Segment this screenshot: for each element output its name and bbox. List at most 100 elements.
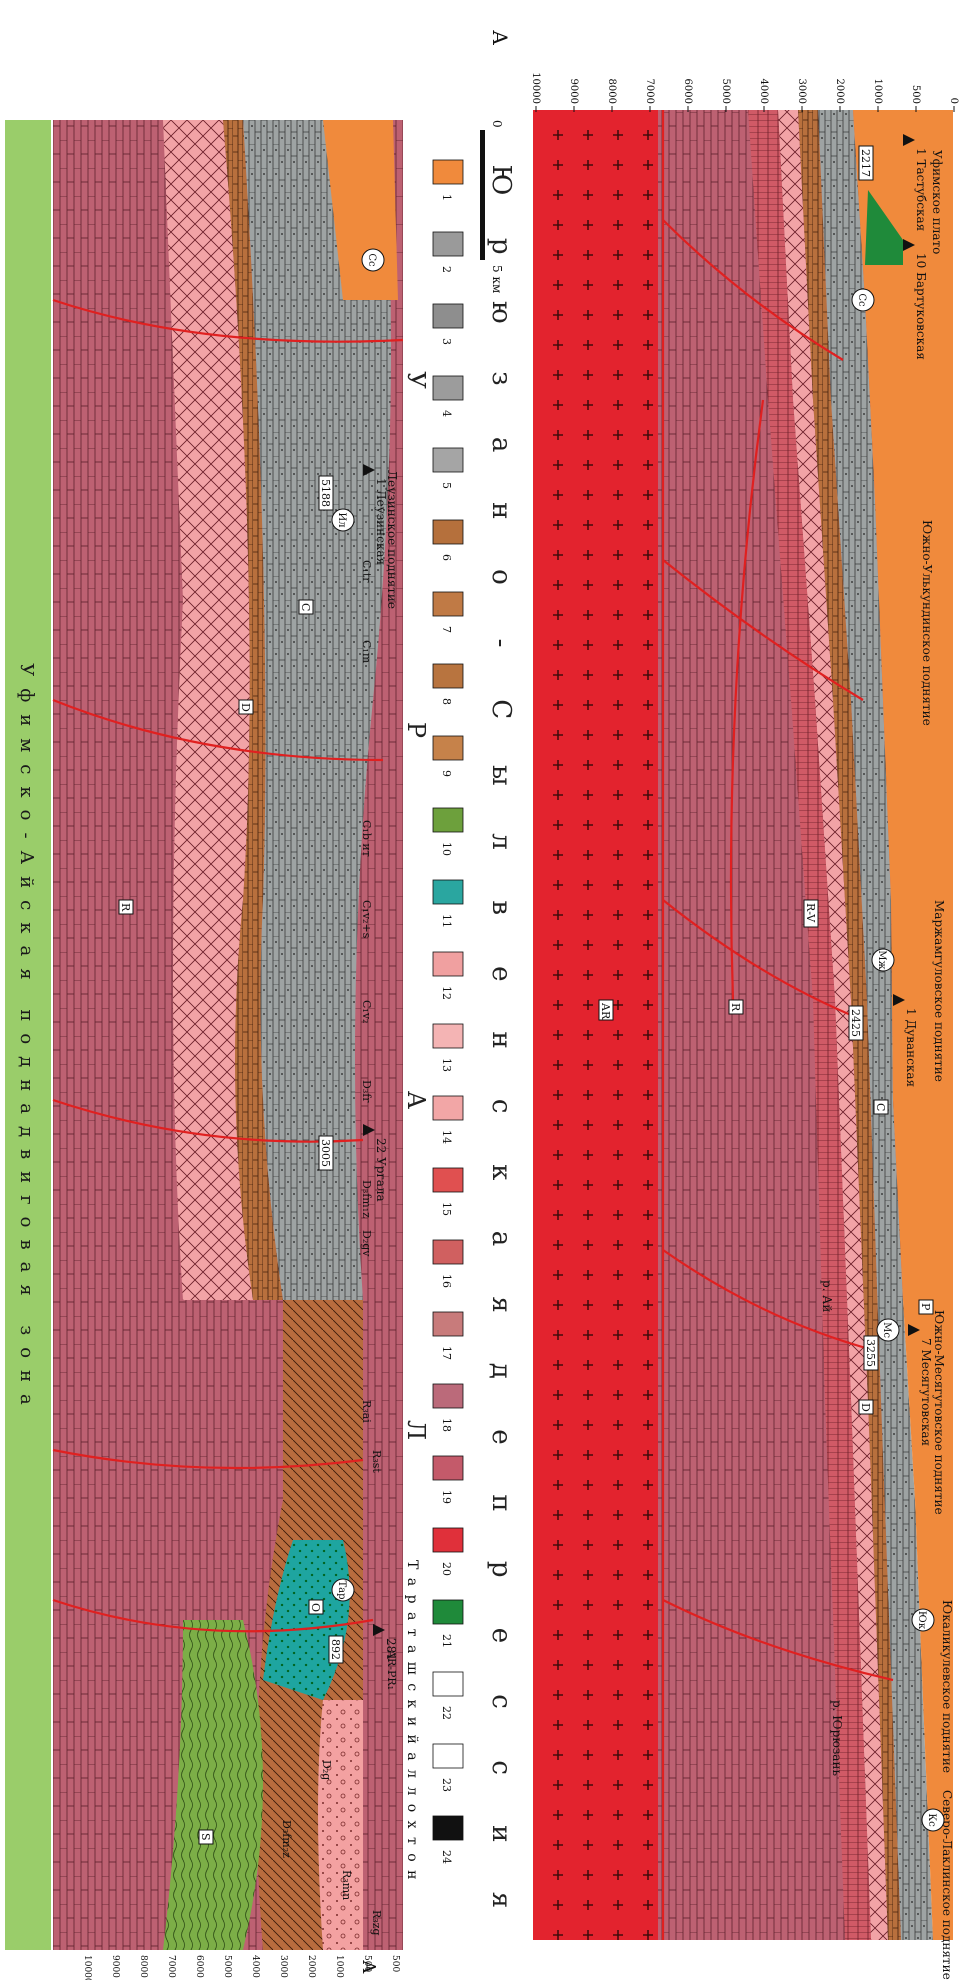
depth-tick-b: 3000 (278, 1955, 288, 1978)
depth-tick-a: 4000 (758, 79, 769, 104)
unit-box (318, 475, 334, 511)
legend-swatch (432, 303, 464, 329)
legend-swatch (432, 591, 464, 617)
legend-number: 18 (440, 1418, 453, 1432)
structure-circle-label: Сс (856, 293, 867, 307)
depth-tick-a: 500 (910, 85, 921, 104)
strat-label: R₃zg (370, 1910, 383, 1936)
legend-number: 6 (440, 554, 453, 561)
fault-2 (662, 559, 864, 701)
title-a-letter: Ю (486, 164, 516, 195)
legend-number: 17 (440, 1346, 453, 1360)
structure-label: Леузинское поднятие (385, 470, 399, 609)
legend-number: 10 (440, 842, 453, 856)
legend-number: 23 (440, 1778, 453, 1792)
unit-label: R (119, 903, 132, 912)
fault-5 (662, 1599, 894, 1682)
title-a-letter: а (486, 1231, 516, 1247)
well-marker (903, 134, 915, 146)
depth-tick-b: 10000 (82, 1955, 92, 1980)
structure-circle (361, 248, 385, 272)
legend-swatch (432, 807, 464, 833)
title-b-letter: Р (402, 722, 430, 738)
devonian-layer (798, 110, 901, 1940)
depth-tick-a: 3000 (796, 79, 807, 104)
legend-number: 2 (440, 266, 453, 273)
legend-swatch (432, 1815, 464, 1841)
depth-tick-b: 4000 (250, 1955, 260, 1978)
depth-tick-a: 9000 (568, 79, 579, 104)
structure-label: р. Ай (820, 1280, 834, 1312)
unit-box (863, 1335, 879, 1371)
strat-label: C₁m (360, 640, 373, 664)
strat-label: C₁b ит (360, 820, 373, 857)
profile-b-end-letter: А (358, 1960, 379, 1974)
title-a-letter: н (486, 1031, 516, 1048)
structure-circle-label: Сс (366, 253, 377, 267)
fault-6 (729, 399, 765, 1001)
strat-label: C₁tr (360, 560, 373, 583)
legend-number: 8 (440, 698, 453, 705)
structure-circle (876, 1318, 900, 1342)
depth-tick-b: 500 (362, 1955, 372, 1972)
title-a-letter: а (486, 437, 516, 453)
structure-circle-label: Кс (926, 1813, 937, 1827)
title-a-letter: д (486, 1363, 516, 1379)
legend-number: 20 (440, 1562, 453, 1576)
legend-swatch (432, 1599, 464, 1625)
title-a-letter: р (486, 238, 516, 255)
unit-box (328, 1635, 344, 1664)
unit-box (728, 999, 744, 1015)
strat-label: D₃fm₂z (280, 1820, 293, 1858)
strat-label: D₂gv (360, 1230, 373, 1257)
b-fault-1 (52, 298, 404, 343)
depth-tick-a: 8000 (606, 79, 617, 104)
fault-3 (662, 899, 864, 1022)
title-a-letter: с (486, 1099, 516, 1114)
depth-tick-a: 10000 (530, 72, 541, 104)
profile-b-depth-scale: 5005001000200030004000500060007000800090… (82, 1955, 400, 1980)
unit-box (318, 1135, 334, 1171)
title-a-letter: в (486, 900, 516, 915)
title-b-letter: Л (402, 1420, 430, 1440)
unit-label: C (299, 603, 312, 611)
structure-circle-label: Мж (876, 950, 887, 970)
unit-box (873, 1099, 889, 1115)
depth-tick-b: 2000 (306, 1955, 316, 1978)
legend-swatch (432, 879, 464, 905)
legend-swatch (432, 735, 464, 761)
depth-tick-a: 1000 (872, 79, 883, 104)
depth-tick-a: 6000 (682, 79, 693, 104)
unit-label: O (309, 1603, 322, 1612)
unit-label: 5188 (319, 479, 332, 507)
legend-swatch (432, 159, 464, 185)
strat-label: D₃fr (360, 1080, 373, 1103)
fault-1 (662, 219, 844, 361)
depth-tick-b: 9000 (110, 1955, 120, 1978)
bottom-band (5, 120, 51, 1950)
unit-label: 892 (329, 1639, 342, 1660)
title-a-letter: ю (486, 301, 516, 324)
strat-label: C₁v₂ (360, 1000, 373, 1023)
legend-number: 5 (440, 482, 453, 489)
depth-tick-b: 7000 (166, 1955, 176, 1978)
legend-swatch (432, 951, 464, 977)
depth-tick-b: 6000 (194, 1955, 204, 1978)
strat-label: C₁v₂+s (360, 900, 373, 939)
depth-tick-b: 500 (390, 1955, 400, 1972)
unit-box (118, 899, 134, 915)
structure-label: Южно-Месягутовское поднятие (932, 1310, 946, 1515)
legend-swatch (432, 375, 464, 401)
title-a-letter: С (486, 699, 516, 719)
title-a-letter: - (486, 639, 516, 648)
strat-label: AR-PR₁ (385, 1649, 398, 1690)
title-a-letter: п (486, 1494, 516, 1511)
title-a-letter: е (486, 1628, 516, 1643)
legend-number: 13 (440, 1058, 453, 1072)
legend-number: 16 (440, 1274, 453, 1288)
